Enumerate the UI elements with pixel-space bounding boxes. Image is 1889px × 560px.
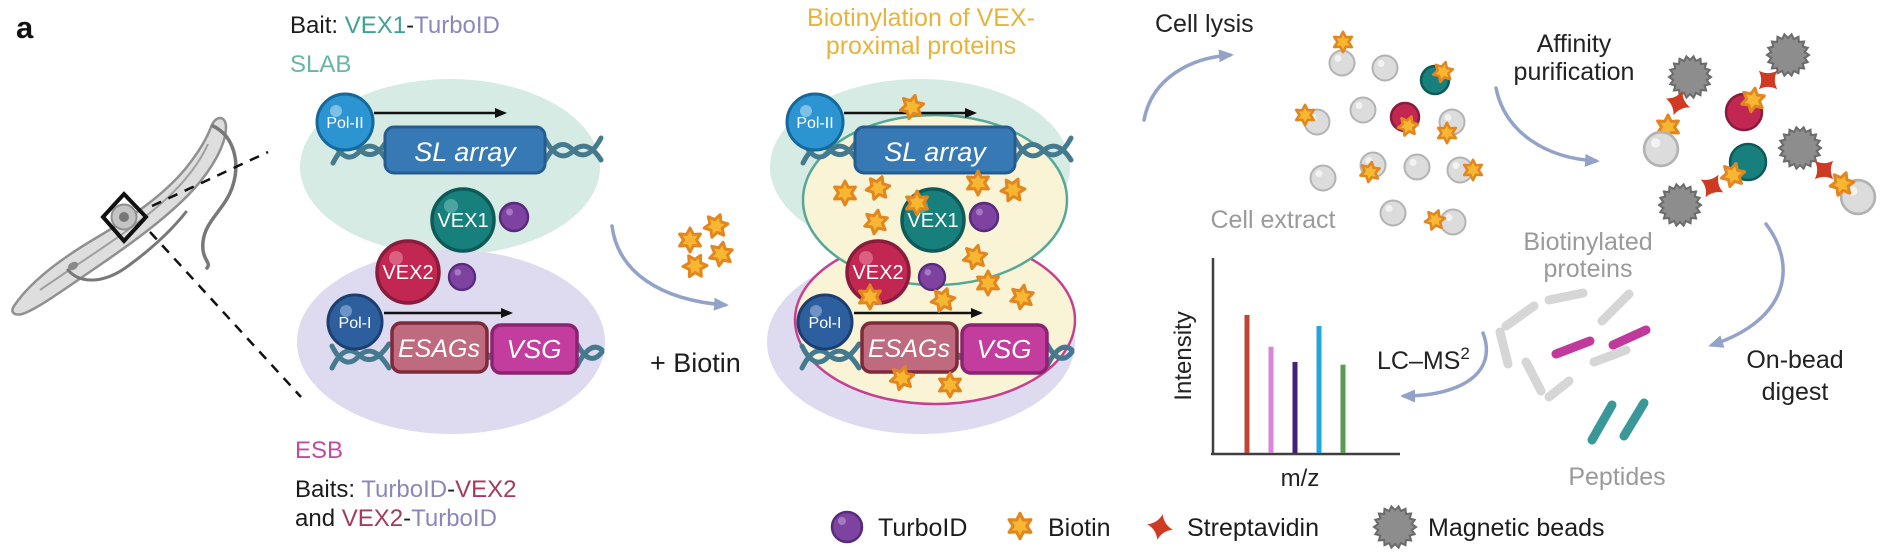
vex1-highlight: [444, 199, 458, 213]
cell-lysis-label: Cell lysis: [1155, 10, 1254, 38]
ms-peak: [1292, 361, 1298, 453]
ms-peak: [1268, 346, 1274, 453]
esags-box: [390, 321, 489, 374]
ms-spectrum-chart: Intensity m/z: [1170, 258, 1400, 492]
pol2-highlight: [330, 105, 342, 117]
turboid-on-vex2: [447, 262, 477, 292]
cell-lysis-arrow: [1142, 49, 1234, 122]
biotinylation-title-1: Biotinylation of VEX-: [807, 4, 1035, 32]
legend-magnetic-beads-label: Magnetic beads: [1428, 514, 1605, 542]
on-bead-label-1: On-bead: [1746, 346, 1843, 374]
lcms-arrow: [1400, 331, 1489, 403]
on-bead-label-2: digest: [1762, 378, 1829, 406]
protein-circle: [1379, 199, 1407, 227]
plus-biotin-label: + Biotin: [650, 348, 741, 378]
pol2-label: Pol-II: [326, 115, 363, 132]
ms-peak: [1340, 364, 1346, 453]
on-bead-digest-arrow: [1708, 222, 1785, 348]
bead-capture-cluster: [1642, 33, 1877, 227]
turboid-on-vex1: [498, 201, 530, 233]
affinity-label-1: Affinity: [1537, 30, 1612, 58]
affinity-arrow: [1494, 86, 1600, 167]
streptavidin-icon: [1144, 511, 1176, 543]
panel-label: a: [16, 10, 34, 45]
magnetic-beads-icon: [1766, 33, 1810, 77]
protein-circle: [1371, 54, 1399, 82]
protein-circle: [1349, 96, 1377, 124]
turboid-icon: [830, 510, 864, 544]
cell-body: [11, 116, 228, 316]
biotin-icon: [678, 226, 702, 254]
sl-array-label: SL array: [414, 137, 517, 167]
trypanosome-illustration: [11, 116, 302, 398]
protein-circle: [1403, 153, 1431, 181]
ms-peak: [1244, 315, 1250, 453]
biotin-icon: [1007, 511, 1033, 541]
vex2-label: VEX2: [382, 262, 433, 284]
protein-circle: [1328, 49, 1356, 77]
peptides-cluster: [1495, 288, 1651, 445]
biotin-icon: [1332, 30, 1354, 54]
pol1-highlight: [340, 305, 352, 317]
legend-biotin-label: Biotin: [1048, 514, 1111, 542]
legend-turboid-label: TurboID: [878, 514, 967, 542]
magnetic-beads-icon: [1668, 55, 1712, 99]
biotin-icon: [678, 249, 712, 283]
zoom-box: [100, 191, 149, 244]
esb-label: ESB: [295, 437, 343, 464]
bait-line: Bait: VEX1-TurboID: [290, 12, 500, 39]
slab-label: SLAB: [290, 51, 351, 78]
protein-circle: [1439, 208, 1467, 236]
vex1-label: VEX1: [437, 210, 488, 232]
flagellum: [201, 124, 238, 270]
sl-array-box: [383, 125, 547, 175]
vsg-box: [490, 323, 579, 375]
zoom-dash-bottom: [149, 231, 302, 398]
turboid-icon-highlight: [838, 517, 846, 525]
magnetic-beads-icon: [1778, 126, 1822, 170]
baits-line-2: and VEX2-TurboID: [295, 505, 497, 532]
vex2-highlight: [389, 251, 403, 265]
biotinylation-title-2: proximal proteins: [826, 32, 1016, 60]
kinetoplast: [67, 261, 79, 271]
nucleolus: [119, 212, 129, 222]
protein-circle: [1309, 164, 1337, 192]
zoom-dash-top: [151, 150, 269, 208]
ms-peaks: [1244, 315, 1346, 453]
lcms-label: LC–MS2: [1377, 344, 1470, 375]
affinity-label-2: purification: [1514, 58, 1635, 86]
biotin-addition: + Biotin: [610, 209, 741, 378]
legend-streptavidin-label: Streptavidin: [1187, 514, 1319, 542]
biotinylated-label-1: Biotinylated: [1523, 228, 1652, 256]
biotinylated-label-2: proteins: [1544, 255, 1633, 283]
peptides-label: Peptides: [1568, 463, 1665, 491]
nucleus-diagram-content: SL array ESAGs VSG Pol-II Pol-I VEX1 VEX…: [315, 92, 605, 375]
pol1-label: Pol-I: [339, 315, 372, 332]
baits-line-1: Baits: TurboID-VEX2: [295, 476, 516, 503]
vsg-label: VSG: [507, 334, 562, 364]
legend: TurboID Biotin Streptavidin Magnetic bea…: [830, 505, 1605, 549]
magnetic-beads-icon: [1373, 505, 1417, 549]
biotin-icon: [700, 209, 732, 243]
magnetic-beads-icon: [1658, 183, 1702, 227]
cell-extract-cluster: [1294, 30, 1484, 236]
biotin-addition-arrow: [610, 224, 729, 311]
cell-extract-label: Cell extract: [1210, 206, 1335, 234]
x-axis-label: m/z: [1281, 465, 1320, 492]
biotin-icon: [707, 238, 735, 270]
protein-circle: [1642, 130, 1680, 168]
flagellum-attached: [66, 210, 188, 282]
y-axis-label: Intensity: [1170, 311, 1197, 400]
ms-peak: [1316, 326, 1322, 453]
esags-label: ESAGs: [398, 335, 480, 363]
